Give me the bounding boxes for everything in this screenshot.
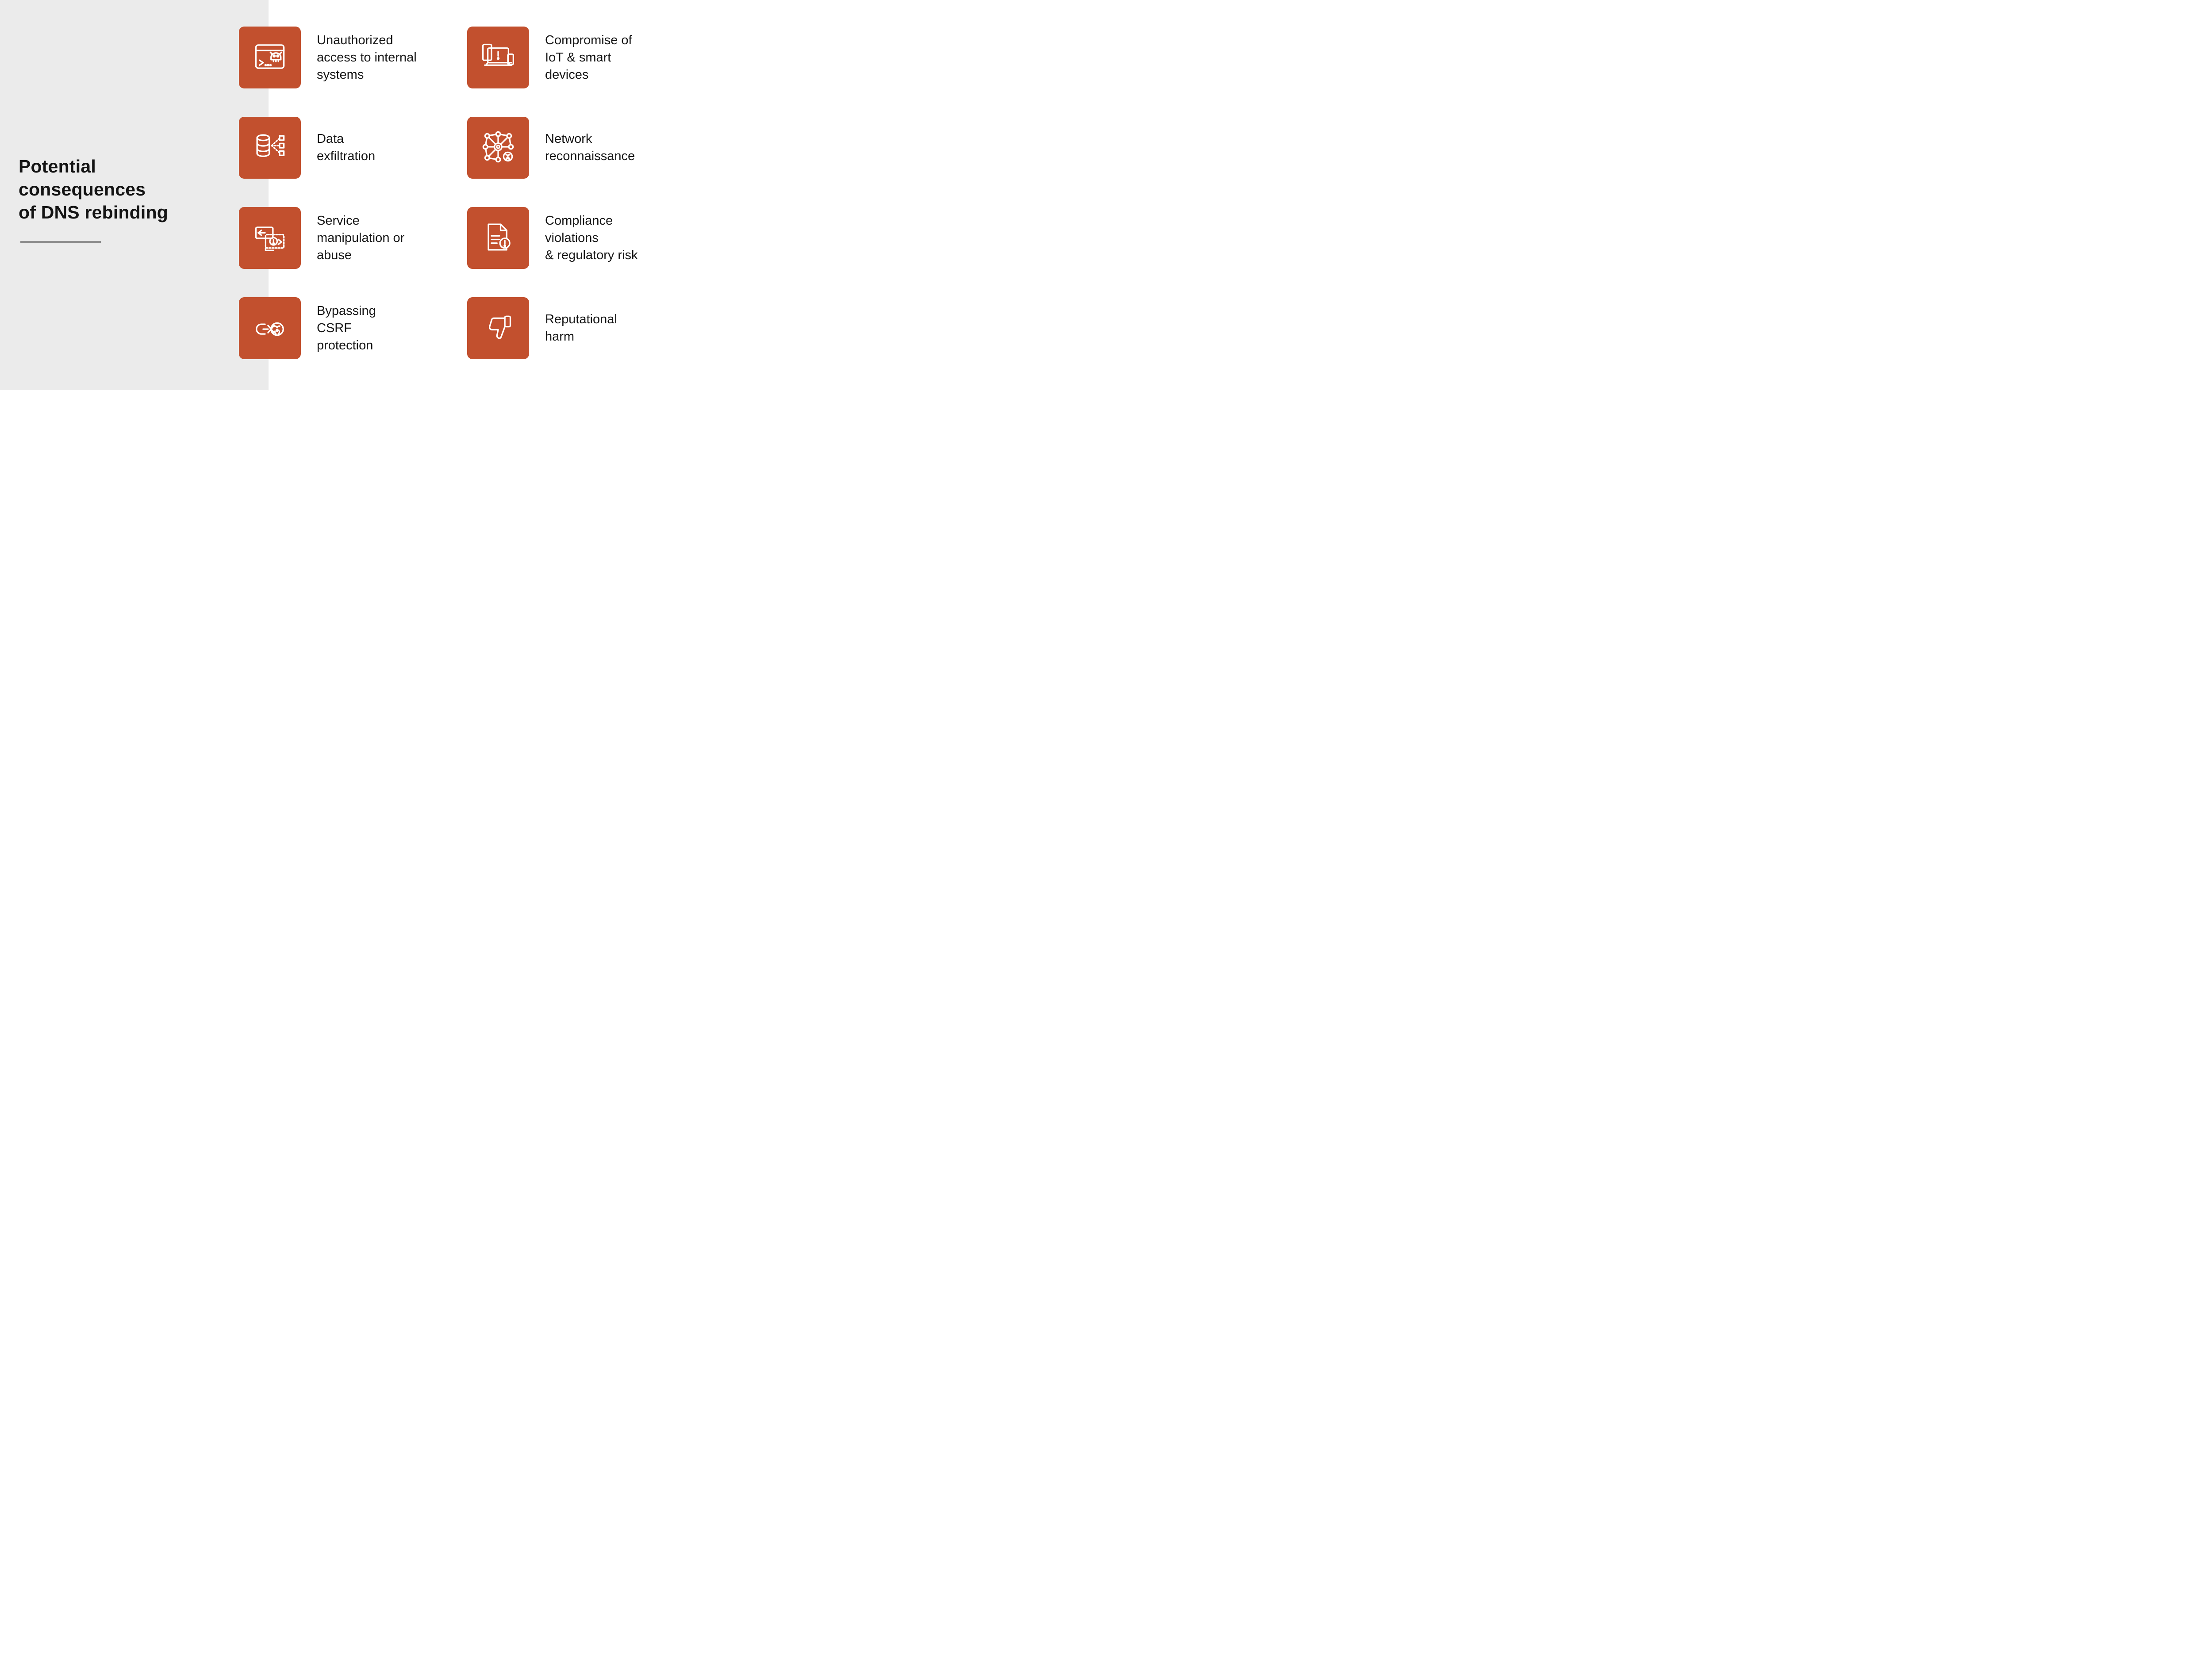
document-alert-icon [479, 218, 518, 259]
database-exfil-icon [250, 127, 289, 169]
consequences-grid: Unauthorized access to internal systems [233, 22, 695, 359]
consequence-label: Compromise of IoT & smart devices [545, 33, 632, 82]
thumbs-down-icon [479, 308, 518, 349]
consequence-item: Compromise of IoT & smart devices [461, 22, 695, 88]
consequence-item: Data exfiltration [233, 112, 467, 179]
consequence-item: Network reconnaissance [461, 112, 695, 179]
infographic-canvas: Potential consequences of DNS rebinding [0, 0, 694, 390]
broken-link-hazard-icon [250, 308, 289, 349]
consequence-item: Unauthorized access to internal systems [233, 22, 467, 88]
consequence-label: Service manipulation or abuse [317, 213, 405, 262]
icon-tile [233, 203, 301, 269]
consequence-item: Bypassing CSRF protection [233, 293, 467, 359]
consequence-label: Unauthorized access to internal systems [317, 33, 417, 82]
consequence-label: Compliance violations & regulatory risk [545, 213, 638, 262]
terminal-skull-icon [250, 37, 289, 78]
consequence-item: Reputational harm [461, 293, 695, 359]
icon-tile [233, 293, 301, 359]
consequence-item: Compliance violations & regulatory risk [461, 203, 695, 269]
title-underline [20, 241, 101, 243]
iot-devices-alert-icon [479, 37, 518, 78]
page-title: Potential consequences of DNS rebinding [19, 156, 169, 222]
consequence-item: Service manipulation or abuse [233, 203, 467, 269]
icon-tile [233, 112, 301, 179]
icon-tile [461, 22, 529, 88]
consequence-label: Data exfiltration [317, 132, 376, 163]
network-nodes-icon [479, 127, 518, 169]
consequence-label: Network reconnaissance [545, 132, 635, 163]
icon-tile [461, 112, 529, 179]
consequence-label: Bypassing CSRF protection [317, 303, 376, 352]
icon-tile [461, 203, 529, 269]
consequence-label: Reputational harm [545, 312, 617, 344]
process-warning-icon [250, 218, 289, 259]
icon-tile [233, 22, 301, 88]
title-panel: Potential consequences of DNS rebinding [0, 0, 269, 390]
icon-tile [461, 293, 529, 359]
